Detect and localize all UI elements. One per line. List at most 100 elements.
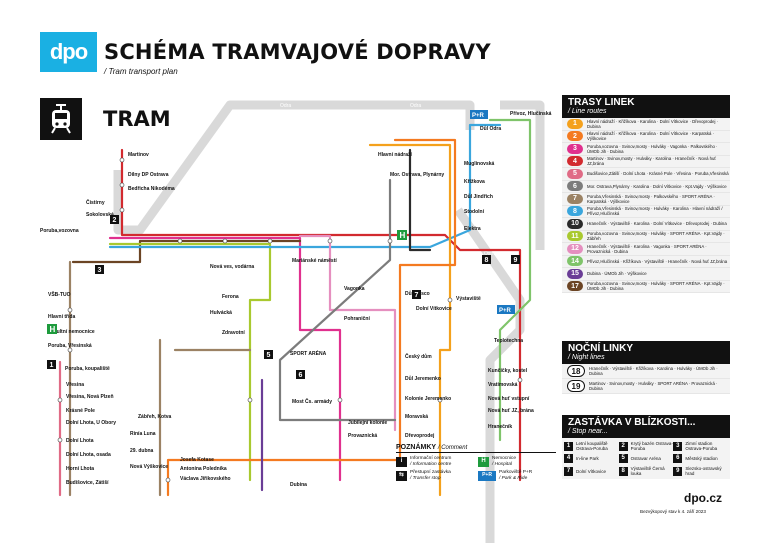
stop-dot[interactable] [119,157,125,163]
hospital-marker[interactable] [397,230,407,240]
tram-glyph-icon [51,104,71,134]
park-icon: P+R [478,470,496,481]
nearby-marker[interactable] [95,265,104,274]
night-route-row[interactable]: 18 Hranečník · Výstaviště · Křižíkova · … [562,364,730,379]
stop-dot[interactable] [67,307,73,313]
route-badge: 5 [567,168,583,179]
stop-dot[interactable] [177,238,183,244]
stop-dot[interactable] [247,397,253,403]
hospital-marker[interactable] [47,324,57,334]
nearby-marker[interactable] [47,360,56,369]
stop-label: Teplotechna [494,338,523,344]
nearby-marker[interactable] [511,255,520,264]
route-row[interactable]: 5 Budišovice,Zátiší · Dolní Lhota · Krásn… [562,168,730,181]
nearby-marker[interactable] [412,290,421,299]
stop-dot[interactable] [67,347,73,353]
nearby-text: Krytý bazén Ostrava-Poruba [630,441,673,451]
park-ride-marker[interactable] [497,305,515,314]
line-10 [408,148,432,252]
route-badge: 10 [567,218,583,229]
night-route-row[interactable]: 19 Martinov · Svinov,mosty · Hulváky · S… [562,379,730,394]
stop-label: Poruba, Vřesinská [48,343,92,349]
stop-dot[interactable] [222,238,228,244]
stop-dot[interactable] [267,238,273,244]
stop-dot[interactable] [165,477,171,483]
nearby-marker-num: 3 [98,267,102,274]
route-badge: 11 [567,231,583,242]
route-badge: 2 [567,131,583,142]
line-14 [488,118,532,442]
stop-dot[interactable] [387,238,393,244]
stop-dot[interactable] [327,238,333,244]
stop-dot[interactable] [437,397,443,403]
stop-dot[interactable] [57,437,63,443]
stop-label: Antonína Poledníka [180,466,227,472]
stop-label: Jubilejní kolonie [348,420,387,426]
stop-dot[interactable] [119,207,125,213]
nearby-number: 6 [673,454,683,463]
note-text: Parkoviště P+R/ Park & Ride [499,470,532,481]
stop-dot[interactable] [57,397,63,403]
stop-label: Fakultní nemocnice [48,329,95,335]
stop-markers [57,157,523,483]
stop-dot[interactable] [517,377,523,383]
route-text: Poruba,Vřesinská · Svinov,mosty · Hulvák… [587,206,723,217]
river-opava [500,100,545,250]
nearby-marker[interactable] [264,350,273,359]
route-text: Poruba,vozovna · Svinov,mosty · Hulváky … [587,281,725,292]
night-legend-header: NOČNÍ LINKY / Night lines [562,341,730,364]
stop-label: Martinov [128,152,149,158]
stop-label: Hulvácká [210,310,232,316]
notes-title-text: POZNÁMKY [396,444,436,451]
stop-label: Mariánské náměstí [292,258,337,264]
stop-labels: Martinov Dílny DP Ostrava Bedřicha Nikod… [40,111,552,488]
nearby-marker[interactable] [110,215,119,224]
stop-label: Dřevoprodej [405,433,435,439]
stop-dot[interactable] [337,397,343,403]
website-link[interactable]: dpo.cz [684,491,722,505]
nearby-text: Slezsko-ostravský hrad [685,466,722,476]
river-label: Odra [410,103,421,109]
nearby-marker[interactable] [482,255,491,264]
park-ride-marker[interactable] [470,110,488,119]
stop-label: Václava Jiřikovského [180,476,231,482]
stop-label: Přívoz, Hlučínská [510,111,552,117]
nearby-legend-title: ZASTÁVKA V BLÍZKOSTI... [568,417,696,428]
note-label-en: / Information centre [410,461,452,467]
line-6 [278,178,397,422]
nearby-marker[interactable] [296,370,305,379]
nearby-marker-num: 8 [485,257,489,264]
stop-label: Důl Jindřich [464,193,493,200]
route-text: Budišovice,Zátiší · Dolní Lhota · Krásné… [587,171,729,177]
stop-dot[interactable] [447,297,453,303]
stop-dot[interactable] [119,182,125,188]
notes-subtitle: / Comment [437,445,468,451]
line-4 [120,148,522,482]
routes-legend-header: TRASY LINEK / Line routes [562,95,730,118]
nearby-marker-num: 5 [267,352,271,359]
